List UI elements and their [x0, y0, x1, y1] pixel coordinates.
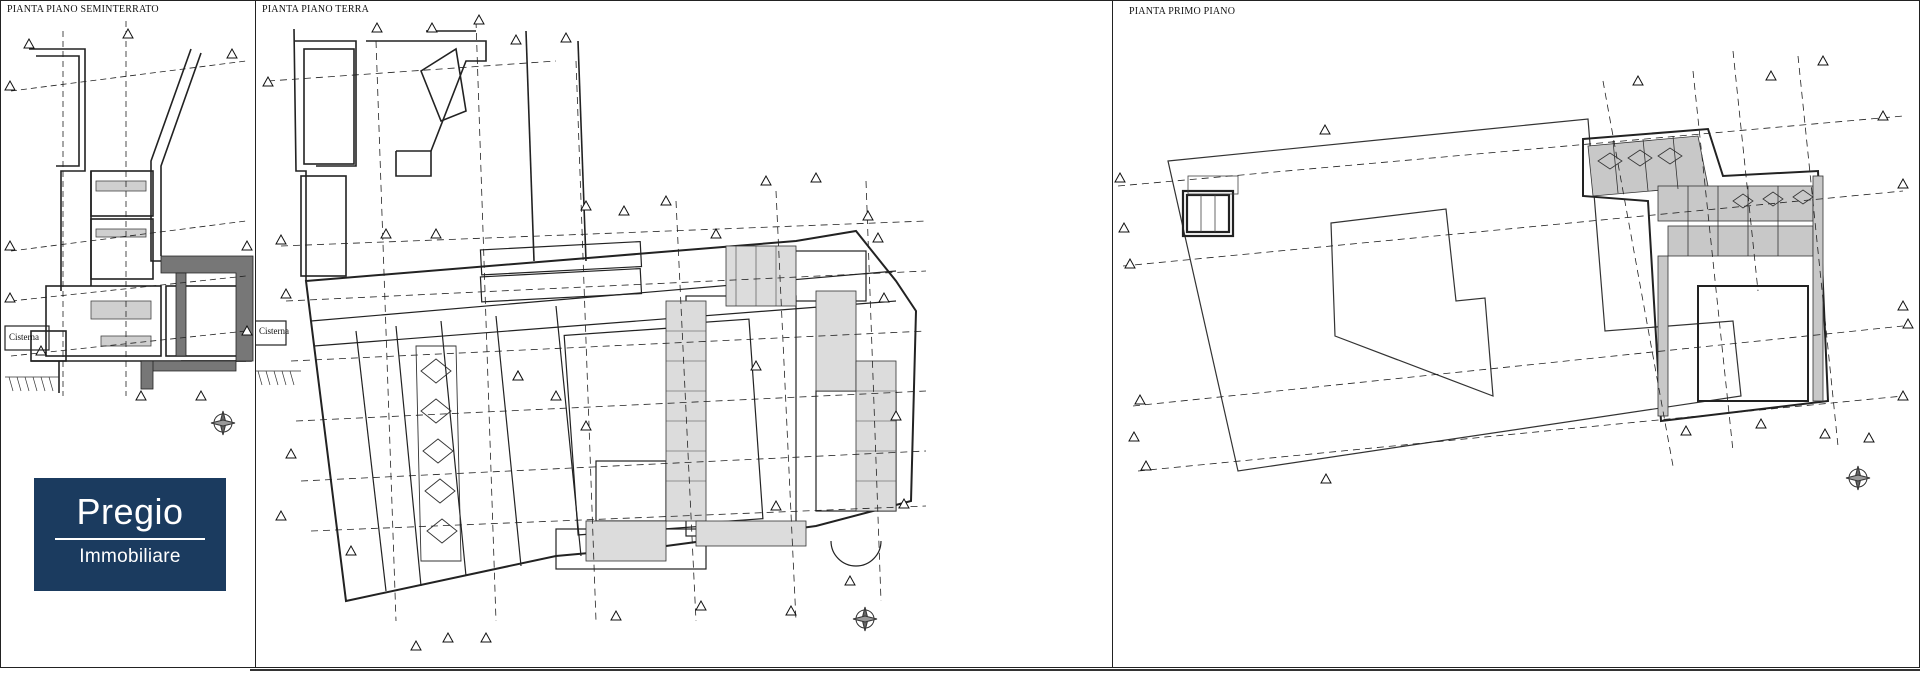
- first-floor-plan-drawing: [1114, 50, 1914, 491]
- basement-plan-drawing: [4, 21, 254, 436]
- first-floor-plan-panel: PIANTA PRIMO PIANO: [1112, 0, 1920, 668]
- ground-floor-plan-title: PIANTA PIANO TERRA: [262, 4, 370, 15]
- north-compass-icon: [852, 606, 878, 632]
- logo-subtitle: Immobiliare: [79, 546, 181, 567]
- ground-floor-plan-panel: PIANTA PIANO TERRA: [255, 0, 1113, 668]
- cisterna-label: Cisterna: [9, 332, 39, 342]
- logo-name: Pregio: [76, 491, 184, 532]
- cisterna-label-ground: Cisterna: [259, 326, 289, 336]
- north-compass-icon: [210, 410, 236, 436]
- ground-floor-plan-drawing: [256, 13, 927, 651]
- basement-plan-title: PIANTA PIANO SEMINTERRATO: [7, 4, 159, 15]
- bottom-border: [250, 669, 1920, 671]
- basement-plan-panel: PIANTA PIANO SEMINTERRATO: [0, 0, 256, 668]
- logo-divider: [55, 538, 205, 540]
- first-floor-plan-title: PIANTA PRIMO PIANO: [1129, 6, 1236, 17]
- north-compass-icon: [1845, 465, 1871, 491]
- pregio-logo: Pregio Immobiliare: [34, 478, 226, 591]
